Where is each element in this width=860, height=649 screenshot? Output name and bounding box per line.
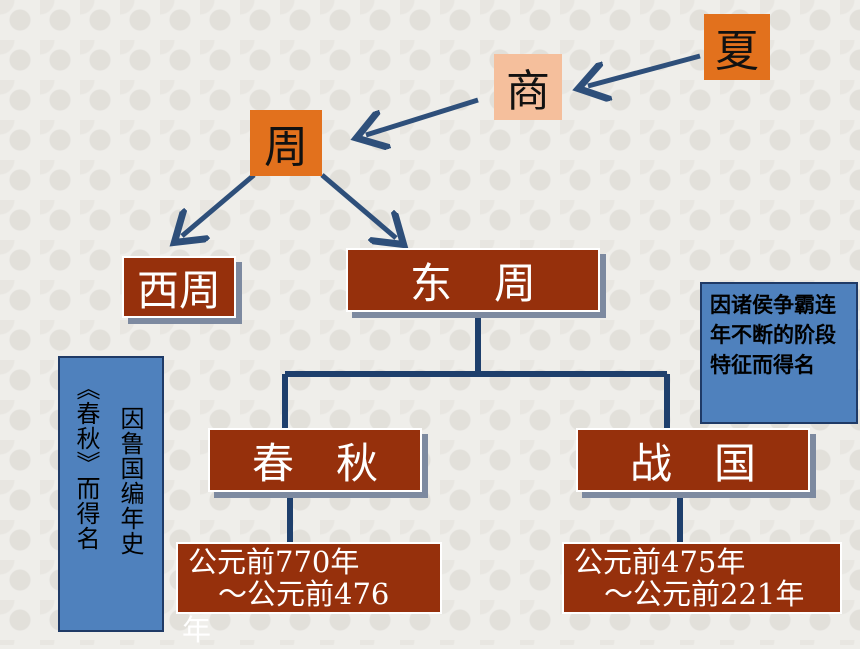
arrow-shang-to-zhou [366, 97, 479, 135]
range-zhanguo-line2: ～公元前221年 [604, 577, 805, 611]
range-chunqiu-line1: 公元前770年 [188, 545, 360, 579]
arrow-xia-to-shang [588, 53, 701, 86]
node-chunqiu: 春 秋 [208, 428, 422, 492]
branch-dongzhou [282, 318, 670, 428]
node-zhanguo-label: 战 国 [629, 438, 756, 488]
range-chunqiu: 公元前770年 ～公元前476 [176, 542, 442, 614]
node-zhanguo: 战 国 [576, 428, 810, 492]
node-xizhou-label: 西周 [136, 265, 221, 315]
arrow-zhou-to-dongzhou [320, 173, 396, 238]
range-chunqiu-line3: 年 [182, 613, 212, 647]
note-chunqiu: 因鲁国编年史 《春秋》而得名 [58, 356, 164, 632]
node-dongzhou: 东 周 [346, 248, 600, 312]
note-chunqiu-col2: 《春秋》而得名 [72, 376, 100, 551]
node-chunqiu-label: 春 秋 [251, 438, 378, 488]
node-shang: 商 [494, 54, 562, 120]
node-zhou-label: 周 [264, 122, 308, 173]
arrow-zhou-to-xizhou [182, 173, 256, 236]
note-zhanguo: 因诸侯争霸连年不断的阶段特征而得名 [700, 282, 858, 424]
range-chunqiu-line2: ～公元前476 [218, 577, 390, 611]
range-zhanguo-line1: 公元前475年 [574, 545, 746, 579]
node-zhou: 周 [250, 110, 322, 176]
node-xia-label: 夏 [715, 26, 759, 77]
node-xia: 夏 [704, 14, 770, 80]
node-shang-label: 商 [506, 66, 550, 117]
node-dongzhou-label: 东 周 [409, 258, 536, 308]
node-xizhou: 西周 [122, 256, 236, 318]
note-chunqiu-col1: 因鲁国编年史 [116, 406, 144, 556]
range-zhanguo: 公元前475年 ～公元前221年 [562, 542, 842, 614]
